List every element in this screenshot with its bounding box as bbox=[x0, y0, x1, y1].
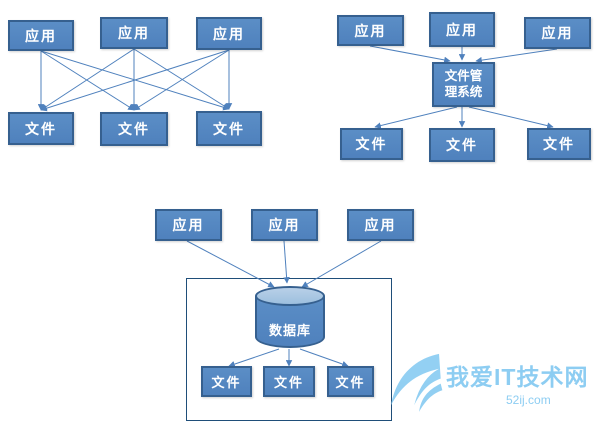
file-box: 文件 bbox=[263, 366, 315, 397]
watermark-site: 52ij.com bbox=[506, 392, 551, 407]
watermark-title: 我爱IT技术网 bbox=[446, 363, 589, 390]
cylinder-top bbox=[255, 286, 325, 306]
file-box: 文件 bbox=[327, 366, 374, 397]
app-box: 应用 bbox=[155, 209, 222, 241]
app-box: 应用 bbox=[196, 17, 262, 50]
file-box: 文件 bbox=[196, 111, 262, 146]
wing-icon bbox=[390, 353, 443, 412]
app-box: 应用 bbox=[347, 209, 414, 241]
app-box: 应用 bbox=[337, 15, 404, 46]
database-cylinder: 数据库 bbox=[255, 286, 325, 348]
file-box: 文件 bbox=[340, 128, 403, 160]
file-box: 文件 bbox=[527, 128, 591, 160]
file-manager-box: 文件管理系统 bbox=[432, 62, 495, 107]
database-label: 数据库 bbox=[268, 323, 311, 338]
watermark: 我爱IT技术网 52ij.com bbox=[386, 350, 588, 414]
cluster1-arrows bbox=[37, 48, 233, 112]
app-box: 应用 bbox=[251, 209, 318, 241]
app-box: 应用 bbox=[100, 17, 168, 49]
file-box: 文件 bbox=[8, 112, 74, 145]
file-box: 文件 bbox=[429, 128, 495, 162]
app-box: 应用 bbox=[429, 12, 495, 47]
watermark-text: 我爱IT技术网 52ij.com bbox=[446, 358, 588, 407]
file-box: 文件 bbox=[100, 112, 168, 146]
app-box: 应用 bbox=[8, 20, 74, 51]
app-box: 应用 bbox=[524, 17, 591, 49]
file-box: 文件 bbox=[201, 366, 252, 397]
